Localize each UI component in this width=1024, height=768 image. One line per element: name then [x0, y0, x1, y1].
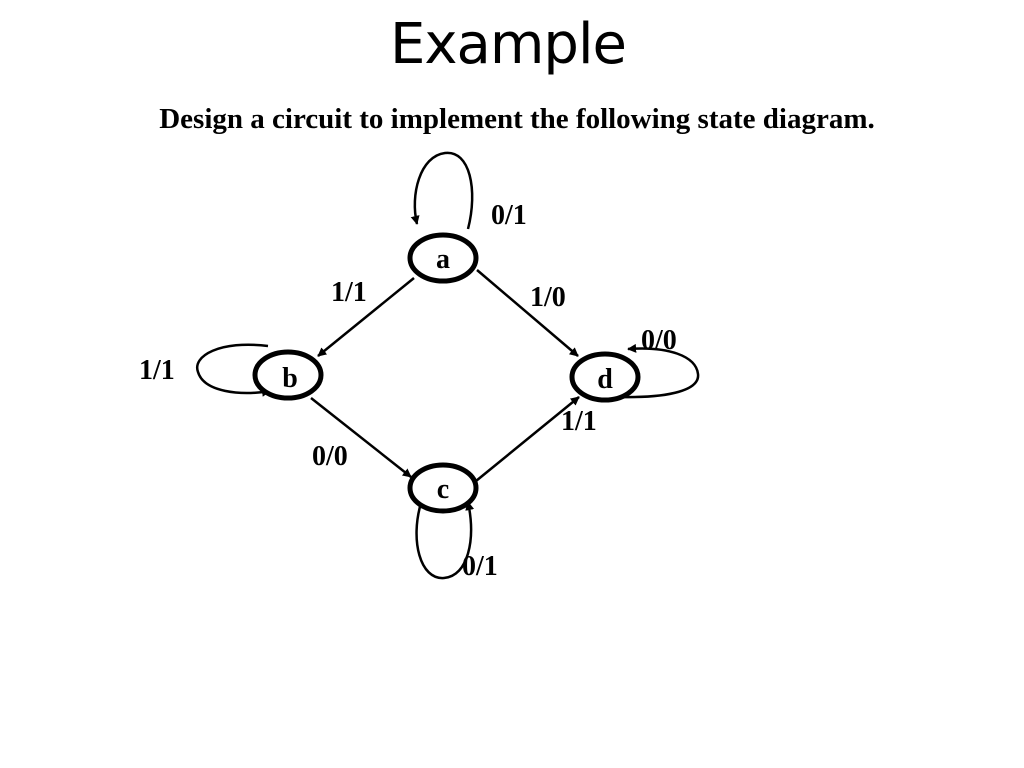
slide-title: Example — [390, 12, 627, 77]
state-labels: a b c d — [282, 244, 613, 505]
edge-a-a — [410, 151, 474, 230]
state-b-label: b — [282, 363, 298, 394]
edge-d-d — [619, 343, 700, 399]
label-a-b: 1/1 — [331, 277, 367, 308]
edge-c-d — [475, 396, 580, 482]
state-a-node — [407, 232, 479, 284]
label-c-d: 1/1 — [561, 406, 597, 437]
edge-a-b — [317, 277, 415, 357]
state-a-label: a — [436, 244, 450, 275]
label-a-d: 1/0 — [530, 282, 566, 313]
edge-a-d — [476, 269, 579, 357]
state-b-node — [252, 349, 324, 401]
transition-edges — [195, 151, 700, 580]
state-nodes — [252, 232, 641, 514]
state-d-label: d — [597, 364, 613, 395]
state-c-node — [407, 462, 479, 514]
label-d-d: 0/0 — [641, 325, 677, 356]
edge-b-c — [310, 397, 412, 478]
state-c-label: c — [437, 474, 449, 505]
label-a-a: 0/1 — [491, 200, 527, 231]
state-d-node — [569, 351, 641, 403]
label-b-b: 1/1 — [139, 355, 175, 386]
edge-c-c — [415, 501, 475, 580]
label-b-c: 0/0 — [312, 441, 348, 472]
edge-b-b — [195, 343, 271, 397]
transition-labels: 0/1 1/1 1/0 1/1 0/0 0/1 1/1 0/0 — [139, 200, 677, 582]
slide-subtitle: Design a circuit to implement the follow… — [159, 103, 875, 135]
label-c-c: 0/1 — [462, 551, 498, 582]
